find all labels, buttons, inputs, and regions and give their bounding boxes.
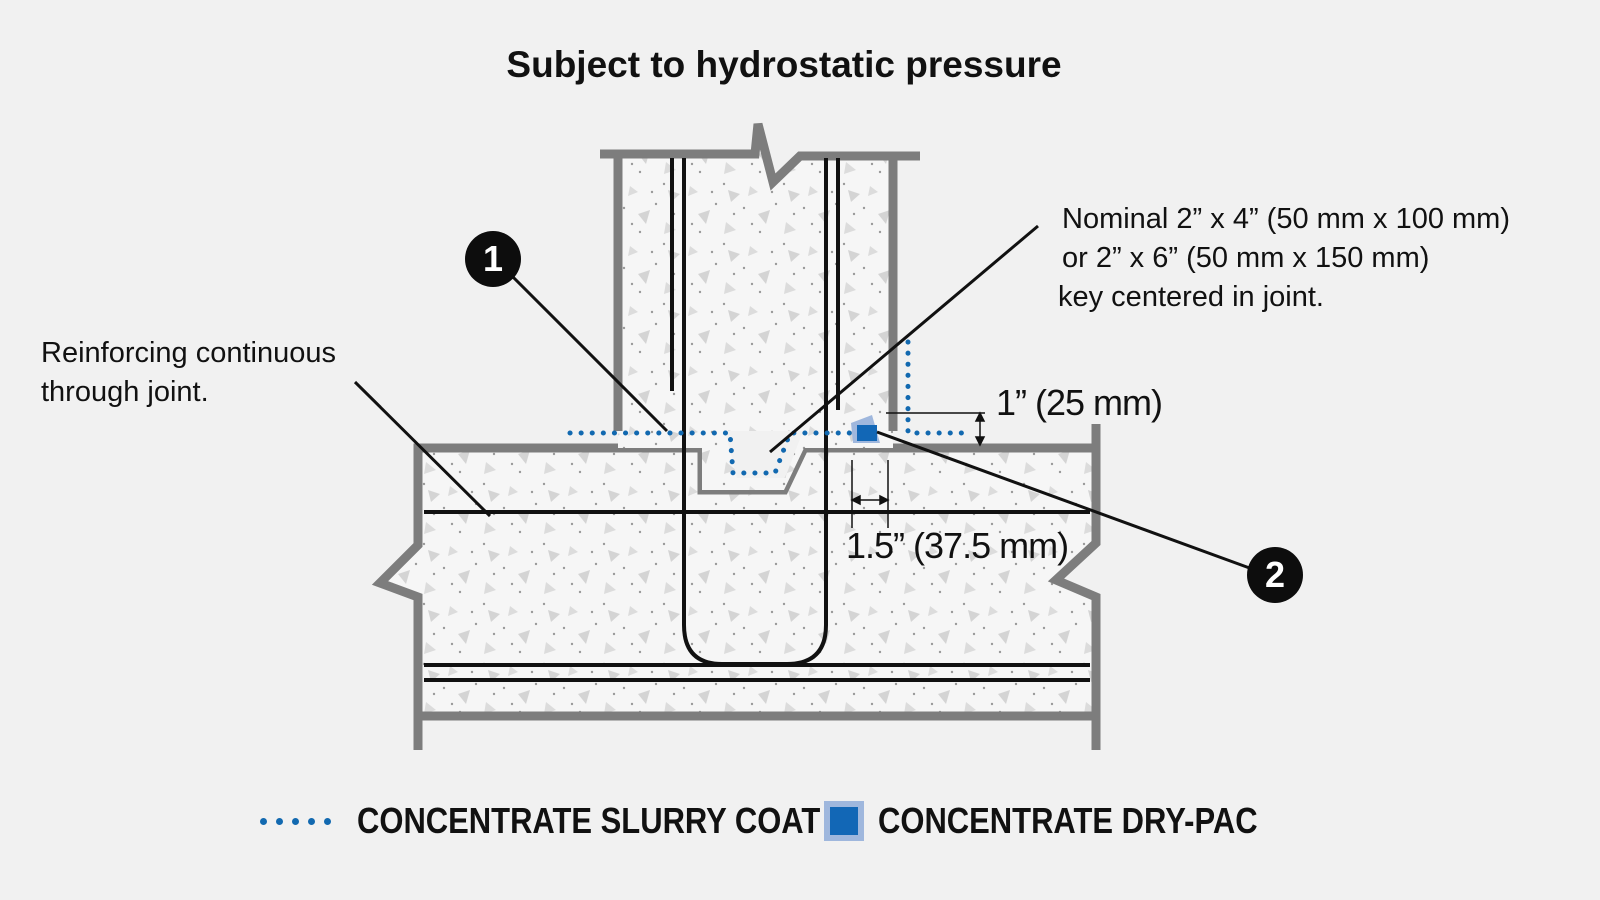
marker-1-badge: 1 [465, 231, 521, 287]
key-callout-line-3: key centered in joint. [1058, 281, 1324, 313]
legend-dry-pac-label: CONCENTRATE DRY-PAC [878, 800, 1258, 841]
dimension-vertical-label: 1” (25 mm) [996, 382, 1163, 423]
key-callout-line-1: Nominal 2” x 4” (50 mm x 100 mm) [1062, 203, 1510, 235]
key-callout: Nominal 2” x 4” (50 mm x 100 mm) or 2” x… [1058, 200, 1510, 317]
slurry-coat-line [567, 339, 971, 476]
reinforcing-callout-line-1: Reinforcing continuous [41, 337, 337, 369]
legend-slurry-coat: CONCENTRATE SLURRY COAT [260, 796, 896, 846]
legend-slurry-coat-label: CONCENTRATE SLURRY COAT [357, 800, 821, 841]
dimension-lines [850, 411, 986, 528]
dotted-line-icon [260, 817, 331, 825]
reinforcing-bars [424, 158, 1090, 682]
marker-2-badge: 2 [1247, 547, 1303, 603]
blue-square-icon [824, 801, 864, 841]
leader-lines [353, 224, 1256, 572]
dimension-horizontal-label: 1.5” (37.5 mm) [846, 525, 1069, 566]
key-callout-line-2: or 2” x 6” (50 mm x 150 mm) [1062, 242, 1430, 274]
diagram-title: Subject to hydrostatic pressure [506, 44, 1062, 85]
reinforcing-callout: Reinforcing continuous through joint. [41, 334, 336, 412]
reinforcing-callout-line-2: through joint. [41, 376, 209, 408]
legend-dry-pac: CONCENTRATE DRY-PAC [824, 796, 1319, 846]
dry-pac-fill [851, 415, 880, 443]
